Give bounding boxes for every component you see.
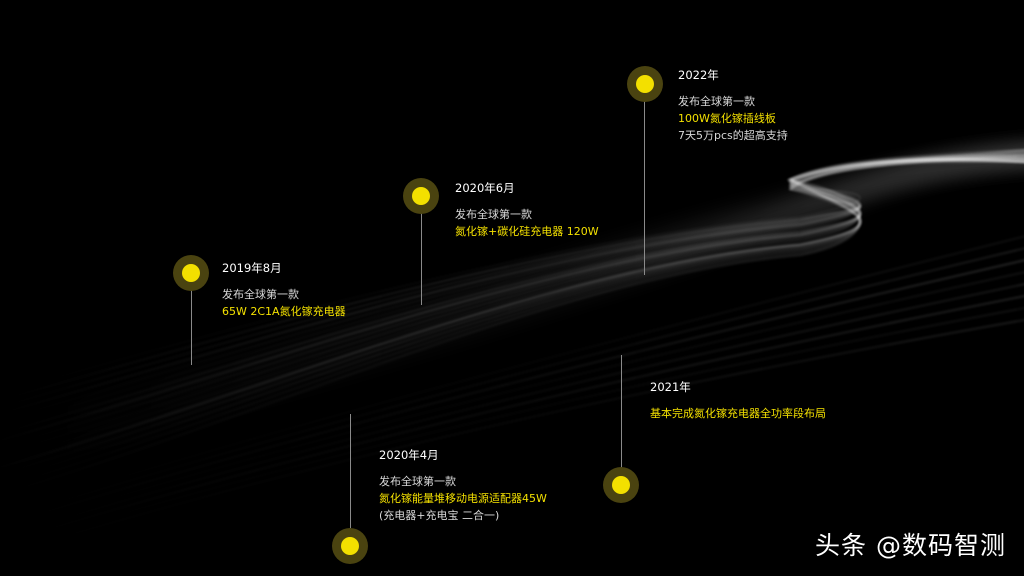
event-year: 2020年6月: [455, 181, 515, 195]
event-year: 2019年8月: [222, 261, 282, 275]
streak-line: [0, 271, 1024, 533]
streak-line: [0, 160, 1024, 401]
event-line: 发布全球第一款: [455, 208, 532, 221]
stem-2020-04: [350, 414, 351, 528]
milestone-dot-2022: [627, 66, 663, 102]
stem-2019-08: [191, 290, 192, 365]
streak-line: [0, 259, 1024, 527]
stem-2022: [644, 100, 645, 275]
watermark: 头条 @数码智测: [815, 531, 1006, 560]
streak-line: [0, 283, 1024, 539]
event-line: 7天5万pcs的超高支持: [678, 129, 788, 142]
milestone-dot-2021: [603, 467, 639, 503]
milestone-dot-2019-08: [173, 255, 209, 291]
streak-line: [0, 150, 1024, 394]
streak-line: [0, 158, 1024, 408]
event-2022: 2022年 发布全球第一款 100W氮化镓插线板 7天5万pcs的超高支持: [678, 67, 788, 144]
streak-line: [0, 159, 1024, 435]
event-line: 发布全球第一款: [222, 288, 299, 301]
milestone-dot-2020-04: [332, 528, 368, 564]
streak-line: [0, 307, 1024, 551]
streak-line: [0, 154, 1024, 415]
milestone-dot-2020-06: [403, 178, 439, 214]
event-2021: 2021年 基本完成氮化镓充电器全功率段布局: [650, 379, 826, 422]
event-highlight: 100W氮化镓插线板: [678, 112, 776, 125]
streak-line: [0, 236, 1024, 515]
event-line: 发布全球第一款: [379, 475, 456, 488]
event-year: 2022年: [678, 68, 719, 82]
event-highlight: 基本完成氮化镓充电器全功率段布局: [650, 407, 826, 420]
streak-line: [0, 295, 1024, 545]
event-year: 2021年: [650, 380, 691, 394]
event-2020-06: 2020年6月 发布全球第一款 氮化镓+碳化硅充电器 120W: [455, 180, 599, 240]
streak-line: [0, 248, 1024, 521]
stem-2021: [621, 355, 622, 468]
event-highlight: 65W 2C1A氮化镓充电器: [222, 305, 346, 318]
event-line: 发布全球第一款: [678, 95, 755, 108]
event-2020-04: 2020年4月 发布全球第一款 氮化镓能量堆移动电源适配器45W (充电器+充电…: [379, 447, 547, 524]
event-2019-08: 2019年8月 发布全球第一款 65W 2C1A氮化镓充电器: [222, 260, 346, 320]
event-highlight: 氮化镓能量堆移动电源适配器45W: [379, 492, 547, 505]
event-highlight: 氮化镓+碳化硅充电器 120W: [455, 225, 599, 238]
streak-line: [0, 319, 1024, 557]
streak-line: [0, 152, 1024, 421]
event-year: 2020年4月: [379, 448, 439, 462]
event-line: (充电器+充电宝 二合一): [379, 509, 500, 522]
stem-2020-06: [421, 213, 422, 305]
